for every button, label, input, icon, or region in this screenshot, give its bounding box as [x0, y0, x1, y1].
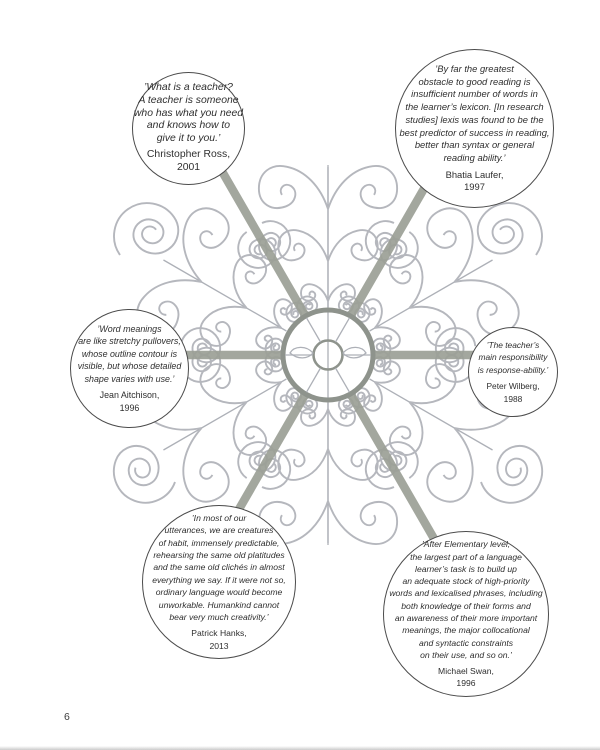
page-number: 6 [64, 711, 70, 723]
page-bottom-edge [0, 746, 600, 750]
quote-attribution: Bhatia Laufer, 1997 [446, 169, 504, 194]
quote-author: Christopher Ross, [146, 149, 231, 161]
quote-year: 1996 [119, 402, 140, 413]
quote-year: 1996 [456, 678, 476, 689]
quote-author: Michael Swan, [438, 666, 494, 677]
quote-bubble-michael-swan: ’After Elementary level, the largest par… [383, 531, 549, 697]
quote-year: 2001 [176, 161, 201, 173]
quote-bubble-peter-wilberg: ’The teacher’s main responsibility is re… [468, 327, 558, 417]
quote-text: ’By far the greatest obstacle to good re… [399, 62, 550, 163]
quote-bubble-jean-aitchison: ’Word meanings are like stretchy pullove… [70, 309, 189, 428]
quote-author: Bhatia Laufer, [445, 168, 504, 180]
quote-text: ’What is a teacher? A teacher is someone… [133, 82, 244, 144]
quote-text: ’The teacher’s main responsibility is re… [477, 339, 549, 375]
quote-attribution: Christopher Ross, 2001 [147, 149, 230, 174]
quote-attribution: Patrick Hanks, 2013 [191, 627, 246, 652]
quote-year: 2013 [209, 640, 229, 651]
quote-bubble-patrick-hanks: ’In most of our utterances, we are creat… [142, 505, 296, 659]
quote-attribution: Peter Wilberg, 1988 [486, 380, 539, 405]
quote-author: Jean Aitchison, [99, 390, 160, 401]
quote-text: ’In most of our utterances, we are creat… [152, 512, 286, 623]
quote-attribution: Michael Swan, 1996 [438, 665, 494, 690]
quote-bubble-christopher-ross: ’What is a teacher? A teacher is someone… [132, 72, 245, 185]
quote-text: ’Word meanings are like stretchy pullove… [77, 323, 182, 384]
quote-text: ’After Elementary level, the largest par… [389, 539, 543, 660]
hub-motif [280, 307, 376, 403]
quote-year: 1988 [503, 393, 523, 404]
quote-author: Peter Wilberg, [486, 381, 540, 392]
quote-bubble-bhatia-laufer: ’By far the greatest obstacle to good re… [395, 49, 554, 208]
quote-author: Patrick Hanks, [191, 628, 247, 639]
quote-year: 1997 [464, 181, 485, 193]
quote-attribution: Jean Aitchison, 1996 [100, 389, 160, 414]
